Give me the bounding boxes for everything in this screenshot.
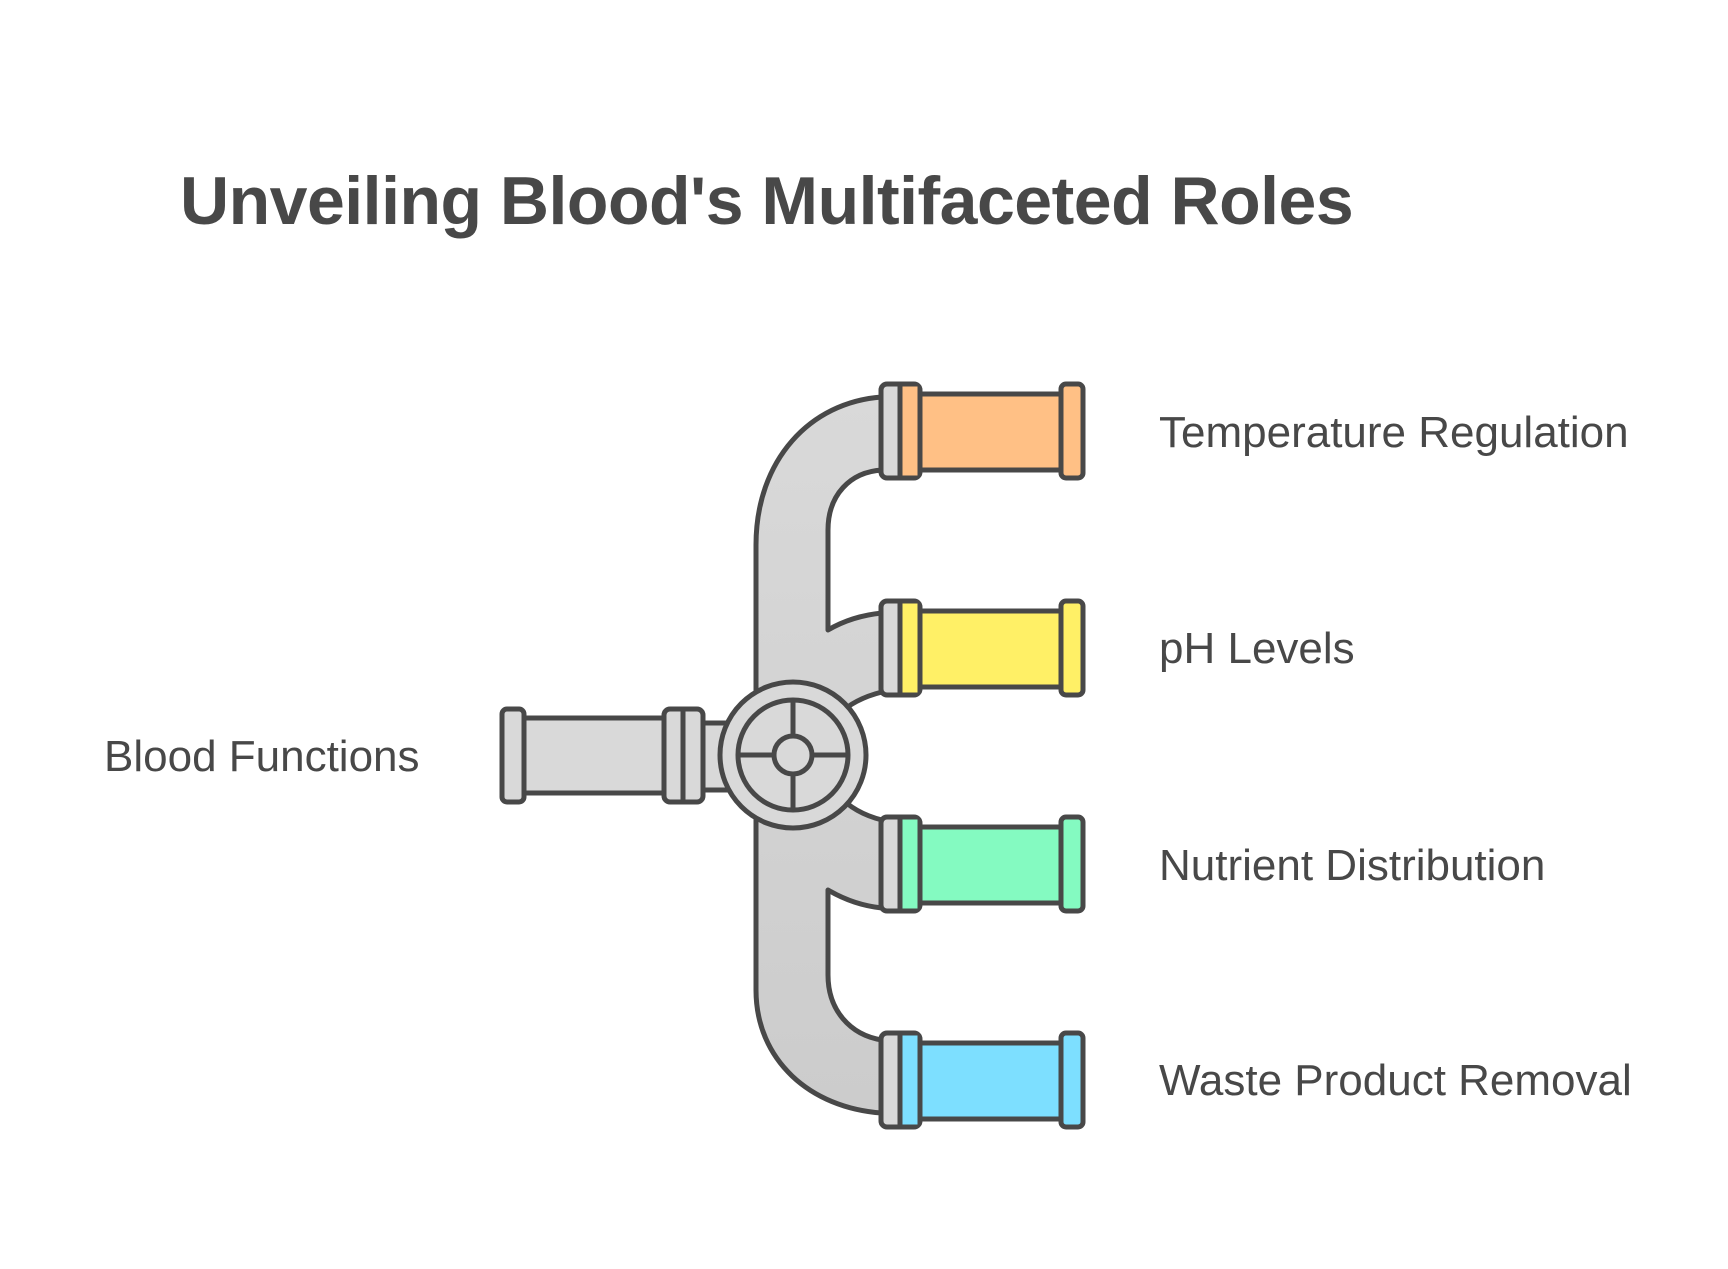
branch-label-temperature-regulation: Temperature Regulation: [1159, 408, 1629, 457]
input-pipe: [499, 706, 743, 805]
valve-wheel-icon: [717, 679, 869, 831]
branch-pipe-body: [915, 1040, 1065, 1122]
diagram-title: Unveiling Blood's Multifaceted Roles: [180, 163, 1353, 239]
branch-pipe-body: [915, 608, 1065, 690]
source-label: Blood Functions: [104, 732, 420, 781]
branch-pipe-body: [915, 391, 1065, 473]
branch-pipe-nutrient-distribution: [878, 814, 1086, 914]
branch-pipe-end-flange: [1058, 598, 1086, 698]
branch-pipe-end-flange: [1058, 381, 1086, 481]
branch-pipes: [878, 381, 1086, 1130]
branch-label-waste-product-removal: Waste Product Removal: [1159, 1056, 1632, 1105]
branch-label-ph-levels: pH Levels: [1159, 624, 1355, 673]
branch-pipe-joint-flange-color: [902, 386, 918, 476]
branch-pipe-body: [915, 824, 1065, 906]
branch-pipe-end-flange: [1058, 1030, 1086, 1130]
input-pipe-body: [518, 715, 670, 796]
branch-pipe-joint-flange-color: [902, 819, 918, 909]
branch-pipe-ph-levels: [878, 598, 1086, 698]
input-pipe-end-flange: [499, 706, 527, 805]
branch-pipe-joint-flange-color: [902, 1035, 918, 1125]
branch-pipe-waste-product-removal: [878, 1030, 1086, 1130]
branch-pipe-temperature-regulation: [878, 381, 1086, 481]
branch-label-nutrient-distribution: Nutrient Distribution: [1159, 841, 1545, 890]
valve-hub: [771, 733, 815, 777]
branch-pipe-end-flange: [1058, 814, 1086, 914]
branch-pipe-joint-flange-color: [902, 603, 918, 693]
